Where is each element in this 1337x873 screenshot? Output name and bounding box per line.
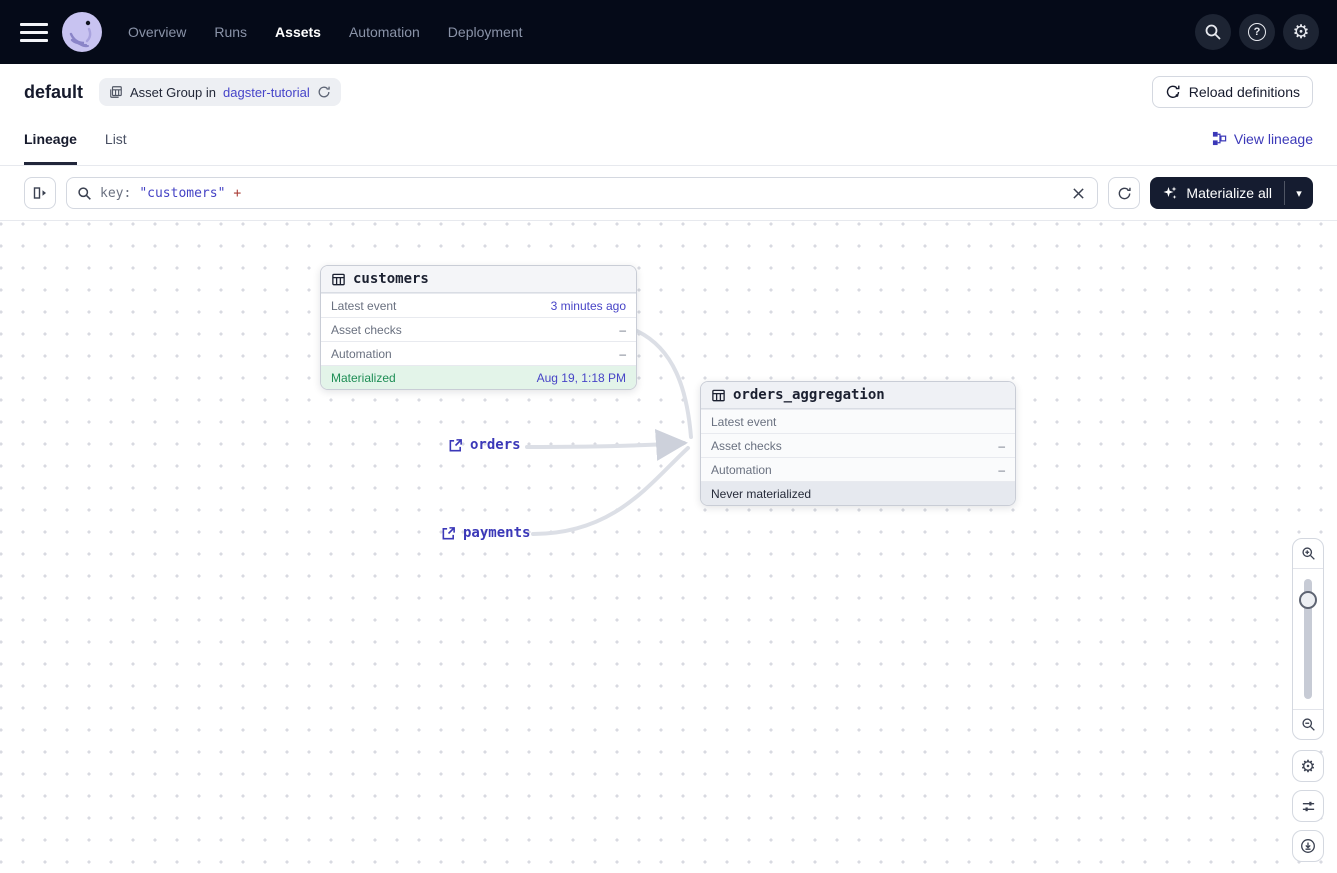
zoom-controls — [1292, 538, 1324, 740]
search-token-key: key: — [100, 185, 132, 201]
asset-group-badge: Asset Group in dagster-tutorial — [99, 78, 341, 106]
toggle-sidebar-panel-icon[interactable] — [24, 177, 56, 209]
latest-event-link[interactable]: 3 minutes ago — [550, 298, 626, 313]
badge-refresh-icon[interactable] — [317, 85, 331, 99]
external-asset-orders[interactable]: orders — [448, 437, 521, 453]
asset-node-customers[interactable]: customers Latest event 3 minutes ago Ass… — [320, 265, 637, 390]
asset-row-latest-event: Latest event 3 minutes ago — [321, 293, 636, 317]
asset-row-never-materialized-status: Never materialized — [701, 481, 1015, 505]
top-nav: Overview Runs Assets Automation Deployme… — [0, 0, 1337, 64]
asset-row-latest-event: Latest event — [701, 409, 1015, 433]
graph-filter-icon[interactable] — [1292, 790, 1324, 822]
zoom-out-icon[interactable] — [1293, 709, 1323, 739]
hamburger-menu-icon[interactable] — [20, 18, 48, 46]
table-icon — [712, 389, 725, 401]
search-icon[interactable] — [1195, 14, 1231, 50]
search-icon — [78, 186, 91, 200]
settings-gear-icon[interactable]: ⚙ — [1283, 14, 1319, 50]
tab-lineage[interactable]: Lineage — [24, 112, 77, 165]
materialize-split-button: Materialize all ▾ — [1150, 177, 1313, 209]
graph-toolbar: key: "customers" + Materialize all ▾ — [0, 166, 1337, 221]
asset-group-icon — [110, 86, 122, 98]
nav-item-runs[interactable]: Runs — [214, 24, 248, 40]
help-glyph: ? — [1248, 23, 1266, 41]
zoom-slider-track[interactable] — [1304, 579, 1312, 699]
sparkle-icon — [1163, 186, 1177, 199]
lineage-canvas[interactable]: customers Latest event 3 minutes ago Ass… — [0, 221, 1337, 873]
refresh-graph-icon[interactable] — [1108, 177, 1141, 209]
table-icon — [332, 273, 345, 285]
nav-item-deployment[interactable]: Deployment — [447, 24, 523, 40]
nav-item-overview[interactable]: Overview — [128, 24, 187, 40]
graph-settings-gear-icon[interactable]: ⚙ — [1292, 750, 1324, 782]
external-asset-payments[interactable]: payments — [441, 525, 530, 541]
page-title: default — [24, 81, 84, 102]
external-link-icon — [442, 526, 455, 539]
help-icon[interactable]: ? — [1239, 14, 1275, 50]
asset-row-automation: Automation – — [321, 341, 636, 365]
asset-row-automation: Automation – — [701, 457, 1015, 481]
zoom-in-icon[interactable] — [1293, 539, 1323, 569]
clear-search-icon[interactable] — [1068, 183, 1089, 204]
lineage-edges — [525, 329, 693, 536]
asset-search-input[interactable]: key: "customers" + — [66, 177, 1099, 209]
zoom-slider[interactable] — [1293, 569, 1323, 709]
asset-row-asset-checks: Asset checks – — [701, 433, 1015, 457]
search-token-plus: + — [233, 185, 242, 201]
materialize-dropdown-caret-icon[interactable]: ▾ — [1285, 177, 1313, 209]
code-location-link[interactable]: dagster-tutorial — [223, 84, 310, 100]
page-header: default Asset Group in dagster-tutorial … — [0, 64, 1337, 112]
view-lineage-link[interactable]: View lineage — [1212, 131, 1313, 147]
materialize-all-button[interactable]: Materialize all — [1150, 177, 1284, 209]
external-link-icon — [449, 438, 462, 451]
dagster-logo-icon[interactable] — [62, 12, 102, 52]
asset-row-materialized-status: Materialized Aug 19, 1:18 PM — [321, 365, 636, 389]
tabs-row: Lineage List View lineage — [0, 112, 1337, 166]
asset-row-asset-checks: Asset checks – — [321, 317, 636, 341]
zoom-slider-knob[interactable] — [1299, 591, 1317, 609]
nav-links: Overview Runs Assets Automation Deployme… — [128, 24, 523, 40]
nav-item-automation[interactable]: Automation — [348, 24, 420, 40]
tab-list[interactable]: List — [105, 112, 127, 165]
materialized-timestamp-link[interactable]: Aug 19, 1:18 PM — [536, 370, 626, 385]
asset-node-header: customers — [321, 266, 636, 293]
reload-definitions-button[interactable]: Reload definitions — [1151, 76, 1313, 108]
search-token-value: "customers" — [139, 185, 226, 201]
asset-node-header: orders_aggregation — [701, 382, 1015, 409]
lineage-graph-icon — [1212, 131, 1227, 146]
recenter-graph-icon[interactable] — [1292, 830, 1324, 862]
badge-prefix: Asset Group in — [130, 84, 217, 100]
reload-icon — [1166, 85, 1180, 98]
nav-item-assets[interactable]: Assets — [275, 24, 321, 40]
asset-node-orders-aggregation[interactable]: orders_aggregation Latest event Asset ch… — [700, 381, 1016, 506]
